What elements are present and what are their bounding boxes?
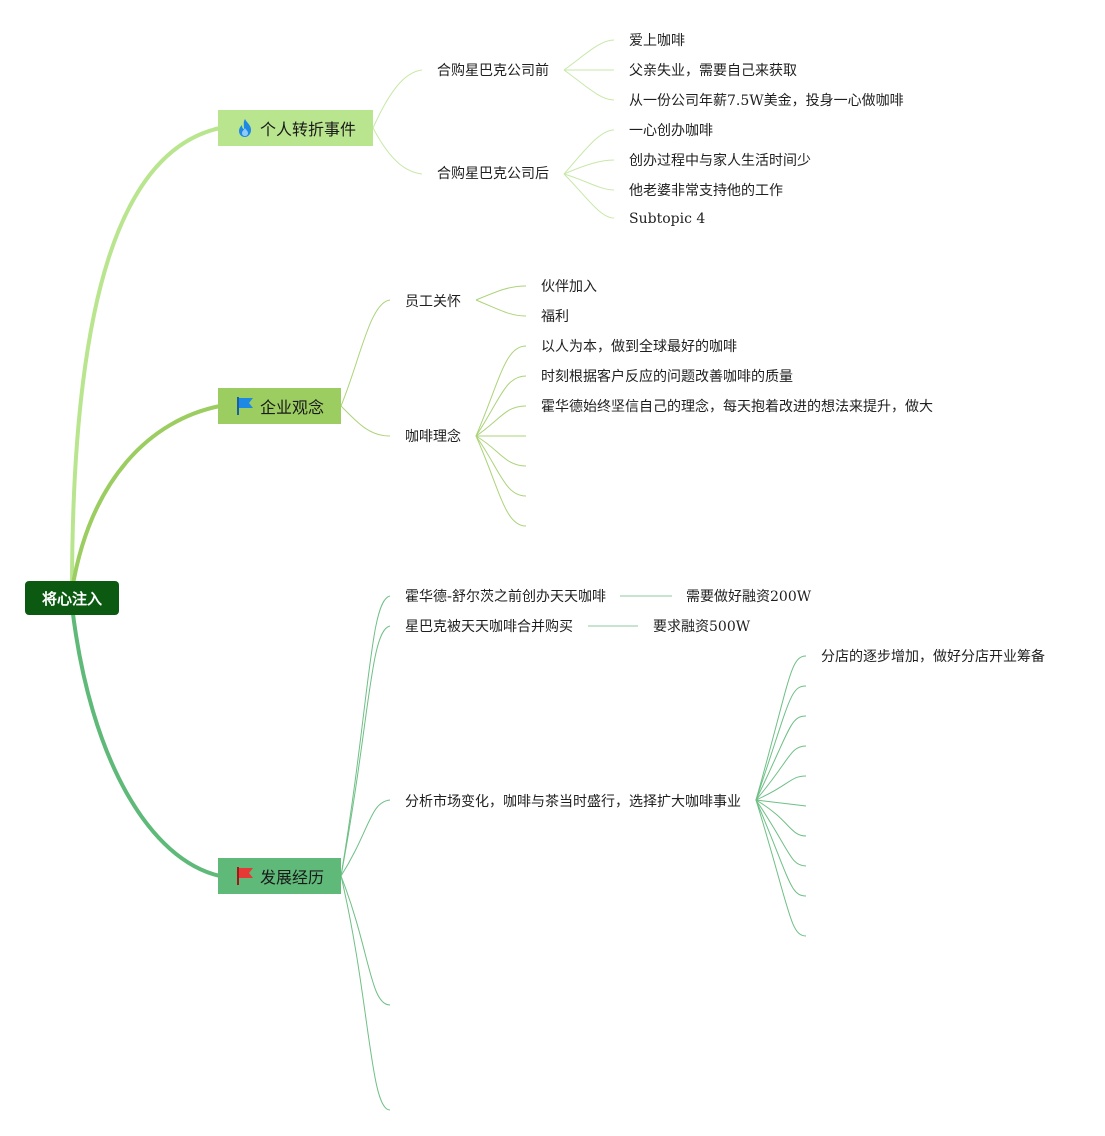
leaf-topic[interactable]: 霍华德始终坚信自己的理念，每天抱着改进的想法来提升，做大 [541, 399, 933, 415]
branch-personal-turning-points[interactable]: 个人转折事件 [218, 110, 373, 146]
leaf-topic[interactable]: 他老婆非常支持他的工作 [629, 183, 783, 199]
leaf-topic[interactable]: 福利 [541, 309, 569, 325]
subtopic-acquisition[interactable]: 星巴克被天天咖啡合并购买 [405, 619, 573, 635]
connector-root-branch1 [70, 126, 222, 592]
subtopic-market-analysis[interactable]: 分析市场变化，咖啡与茶当时盛行，选择扩大咖啡事业 [405, 794, 741, 810]
subtopic-employee-care[interactable]: 员工关怀 [405, 294, 461, 310]
subtopic-after-merger[interactable]: 合购星巴克公司后 [437, 166, 549, 182]
leaf-topic[interactable]: 父亲失业，需要自己来获取 [629, 63, 797, 79]
leaf-topic[interactable]: 以人为本，做到全球最好的咖啡 [541, 339, 737, 355]
subtopic-coffee-philosophy[interactable]: 咖啡理念 [405, 429, 461, 445]
leaf-topic[interactable]: 需要做好融资200W [686, 589, 812, 605]
leaf-topic[interactable]: 要求融资500W [653, 619, 751, 635]
red-flag-icon [234, 865, 256, 887]
connector-root-branch3 [70, 604, 222, 878]
branch-label: 企业观念 [260, 398, 325, 417]
connector-root-branch2 [70, 404, 222, 592]
subtopic-daily-coffee[interactable]: 霍华德-舒尔茨之前创办天天咖啡 [405, 589, 607, 605]
leaf-topic[interactable]: 一心创办咖啡 [629, 123, 713, 139]
flame-icon [234, 117, 256, 139]
leaf-topic[interactable]: 从一份公司年薪7.5W美金，投身一心做咖啡 [629, 93, 904, 109]
leaf-topic[interactable]: 时刻根据客户反应的问题改善咖啡的质量 [541, 369, 793, 385]
root-topic[interactable]: 将心注入 [25, 581, 119, 615]
leaf-topic[interactable]: 伙伴加入 [541, 279, 597, 295]
branch-label: 个人转折事件 [260, 120, 357, 139]
branch-development-history[interactable]: 发展经历 [218, 858, 341, 894]
branch-label: 发展经历 [260, 868, 325, 887]
leaf-topic[interactable]: 分店的逐步增加，做好分店开业筹备 [821, 649, 1045, 665]
branch-enterprise-philosophy[interactable]: 企业观念 [218, 388, 341, 424]
leaf-topic[interactable]: Subtopic 4 [629, 211, 706, 227]
subtopic-before-merger[interactable]: 合购星巴克公司前 [437, 63, 549, 79]
leaf-topic[interactable]: 爱上咖啡 [629, 33, 685, 49]
blue-flag-icon [234, 395, 256, 417]
leaf-topic[interactable]: 创办过程中与家人生活时间少 [629, 153, 811, 169]
